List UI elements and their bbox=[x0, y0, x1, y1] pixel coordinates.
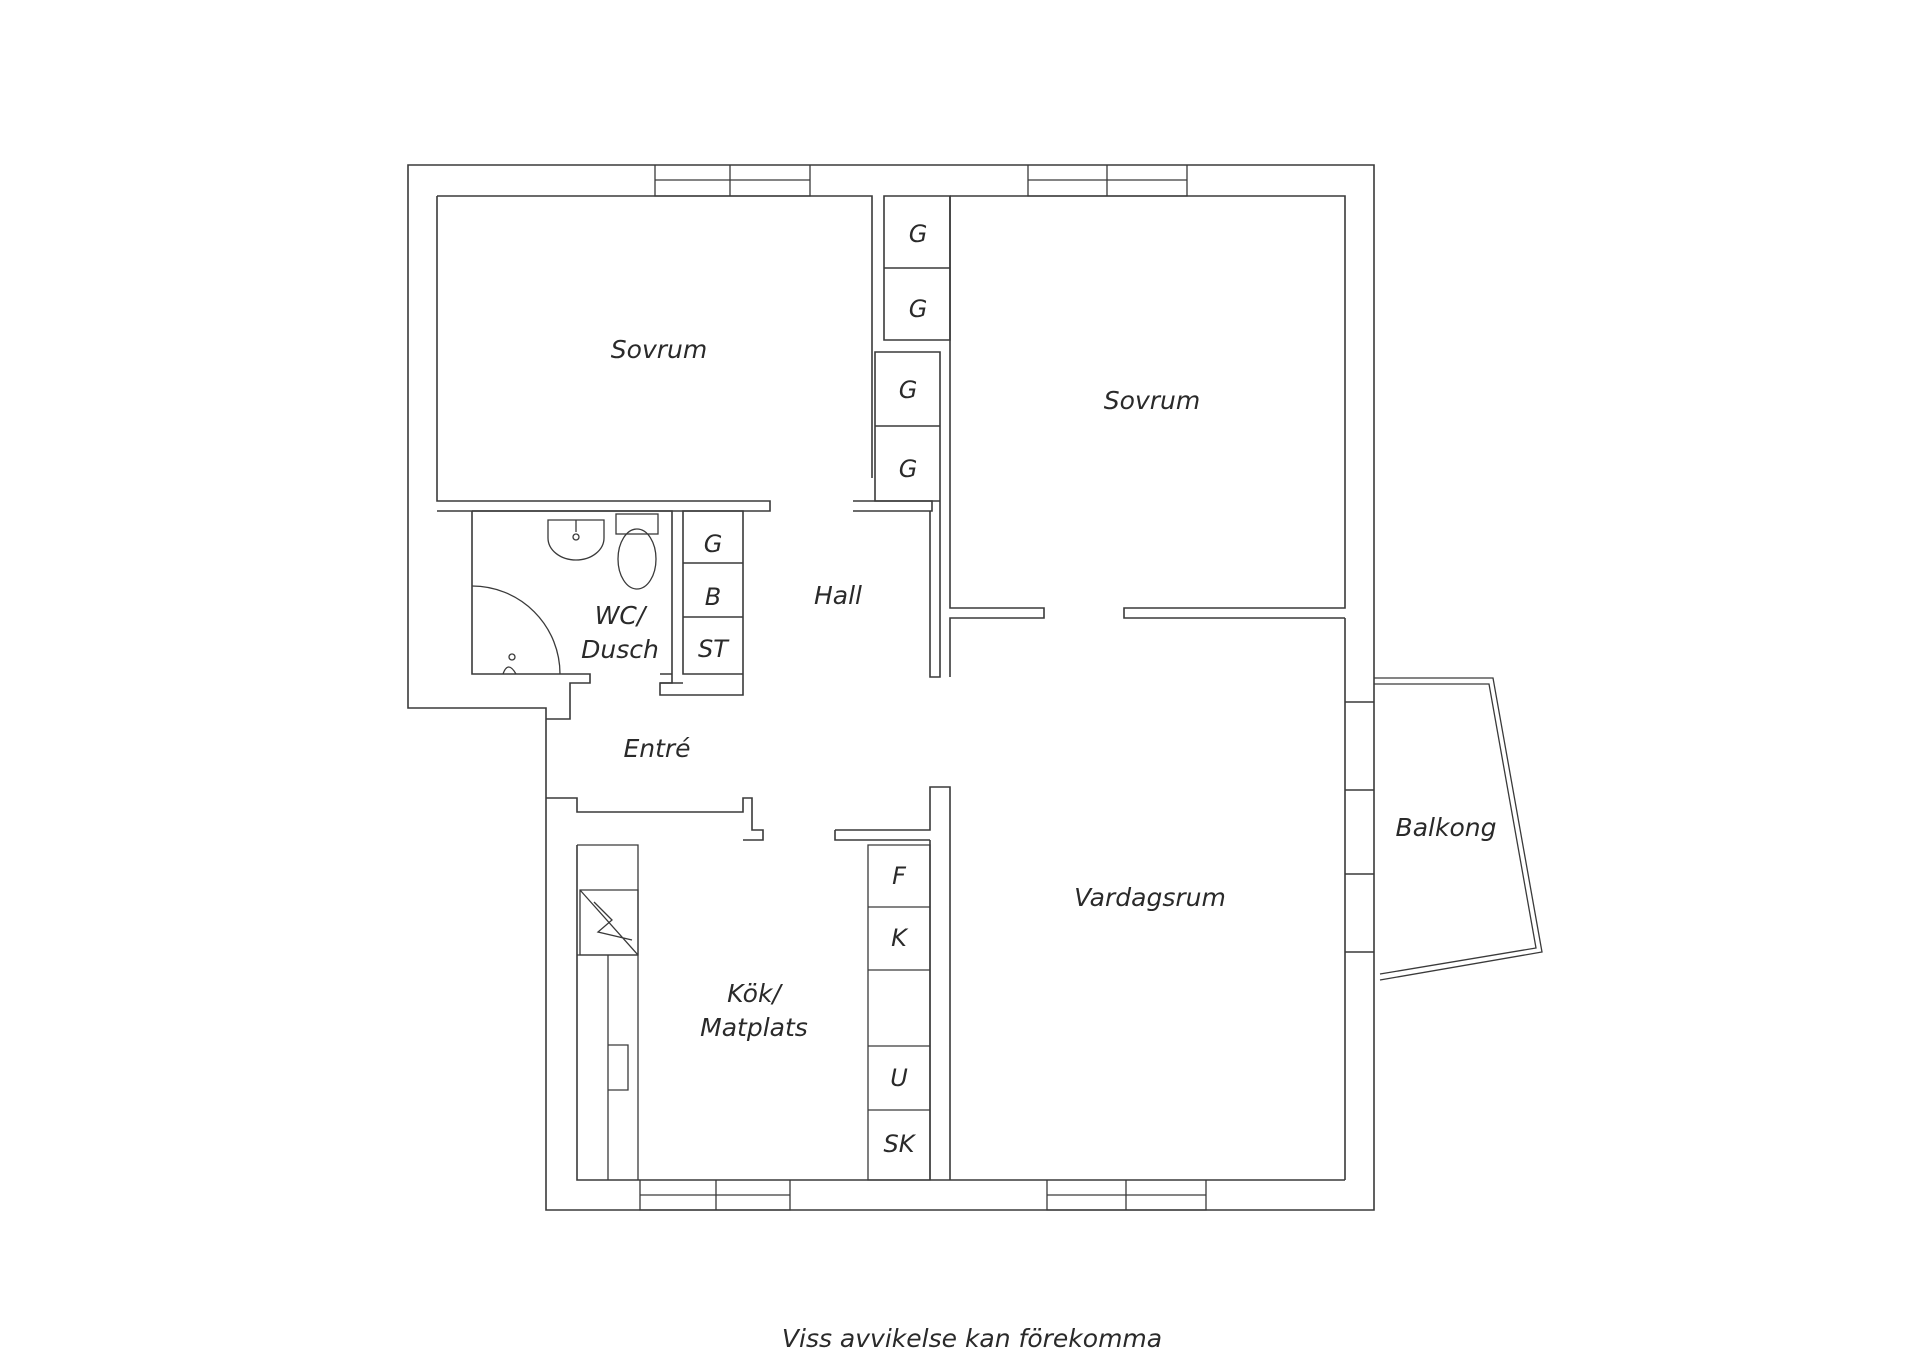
room-label-kitchen-line1: Kök/ bbox=[727, 979, 783, 1008]
fuse-box-symbol bbox=[579, 889, 639, 956]
sink-symbol bbox=[547, 519, 605, 561]
room-label-kitchen-line2: Matplats bbox=[700, 1013, 808, 1042]
room-label-living: Vardagsrum bbox=[1074, 883, 1226, 912]
hall-storage bbox=[659, 510, 744, 696]
storage-code-kitchen-3: U bbox=[890, 1064, 908, 1092]
storage-code-kitchen-2: K bbox=[891, 924, 909, 952]
window-top-left bbox=[654, 165, 811, 197]
window-bottom-right bbox=[1046, 1180, 1207, 1211]
storage-code-top-2: G bbox=[909, 295, 928, 323]
bedroom-right-walls bbox=[949, 195, 1346, 677]
window-top-right bbox=[1027, 165, 1188, 197]
balcony-outline bbox=[1374, 677, 1543, 981]
kitchen-cabinets bbox=[867, 844, 931, 1181]
entry-kitchen-walls bbox=[546, 786, 951, 1180]
outer-wall-outline bbox=[407, 164, 1375, 1211]
room-label-wc-line2: Dusch bbox=[581, 635, 659, 664]
storage-code-mid-1: G bbox=[899, 376, 918, 404]
wardrobe-column bbox=[874, 195, 951, 678]
kitchen-walls bbox=[576, 840, 1345, 1181]
room-label-hall: Hall bbox=[814, 581, 862, 610]
storage-code-hall-3: ST bbox=[698, 635, 730, 663]
room-label-bedroom-right: Sovrum bbox=[1104, 386, 1200, 415]
room-label-entry: Entré bbox=[623, 734, 690, 763]
storage-code-hall-2: B bbox=[705, 583, 721, 611]
east-wall-inner bbox=[1344, 618, 1374, 1180]
room-label-wc-line1: WC/ bbox=[595, 601, 648, 630]
storage-code-hall-1: G bbox=[704, 530, 723, 558]
toilet-symbol bbox=[615, 513, 659, 590]
storage-code-top-1: G bbox=[909, 220, 928, 248]
room-label-balcony: Balkong bbox=[1396, 813, 1497, 842]
storage-code-kitchen-4: SK bbox=[884, 1130, 917, 1158]
shower-symbol bbox=[471, 585, 561, 675]
storage-code-kitchen-1: F bbox=[892, 862, 907, 890]
room-label-bedroom-left: Sovrum bbox=[611, 335, 707, 364]
storage-code-mid-2: G bbox=[899, 455, 918, 483]
disclaimer-text: Viss avvikelse kan förekomma bbox=[782, 1324, 1162, 1353]
kitchen-counter-left bbox=[577, 844, 639, 1180]
window-bottom-left bbox=[639, 1180, 791, 1211]
